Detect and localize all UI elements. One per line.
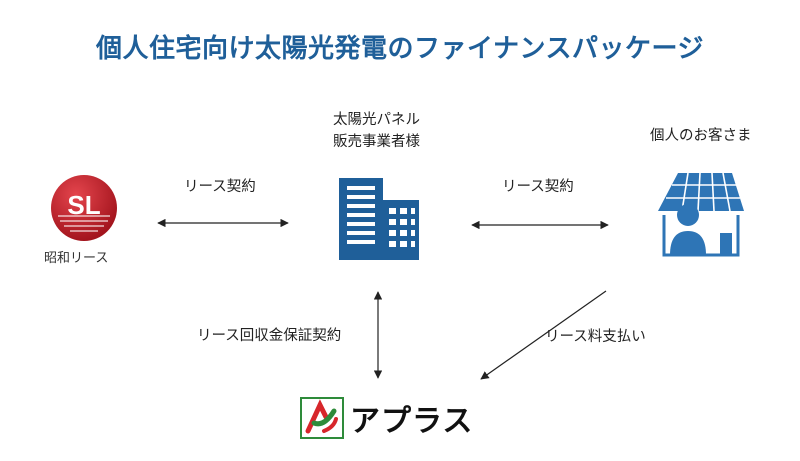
page-title: 個人住宅向け太陽光発電のファイナンスパッケージ xyxy=(96,34,704,64)
showa-leasing-name: 昭和リース xyxy=(44,251,109,266)
edge-label-customer-aplus: リース料支払い xyxy=(545,329,646,345)
building-icon xyxy=(339,178,419,260)
aplus-name: アプラス xyxy=(350,404,474,439)
aplus-logo-icon xyxy=(300,397,344,439)
vendor-label-line2: 販売事業者様 xyxy=(333,134,420,150)
edge-label-showa-vendor: リース契約 xyxy=(184,179,256,195)
vendor-label-line1: 太陽光パネル xyxy=(333,112,420,128)
edge-label-vendor-customer: リース契約 xyxy=(502,179,574,195)
arrow-customer-aplus xyxy=(480,290,607,380)
house-solar-icon xyxy=(652,169,748,261)
showa-logo-icon: SL xyxy=(51,175,117,241)
edge-label-vendor-aplus: リース回収金保証契約 xyxy=(197,328,342,344)
customer-label: 個人のお客さま xyxy=(650,128,752,144)
showa-logo-text: SL xyxy=(67,190,100,220)
showa-leasing-logo: SL xyxy=(48,172,120,244)
